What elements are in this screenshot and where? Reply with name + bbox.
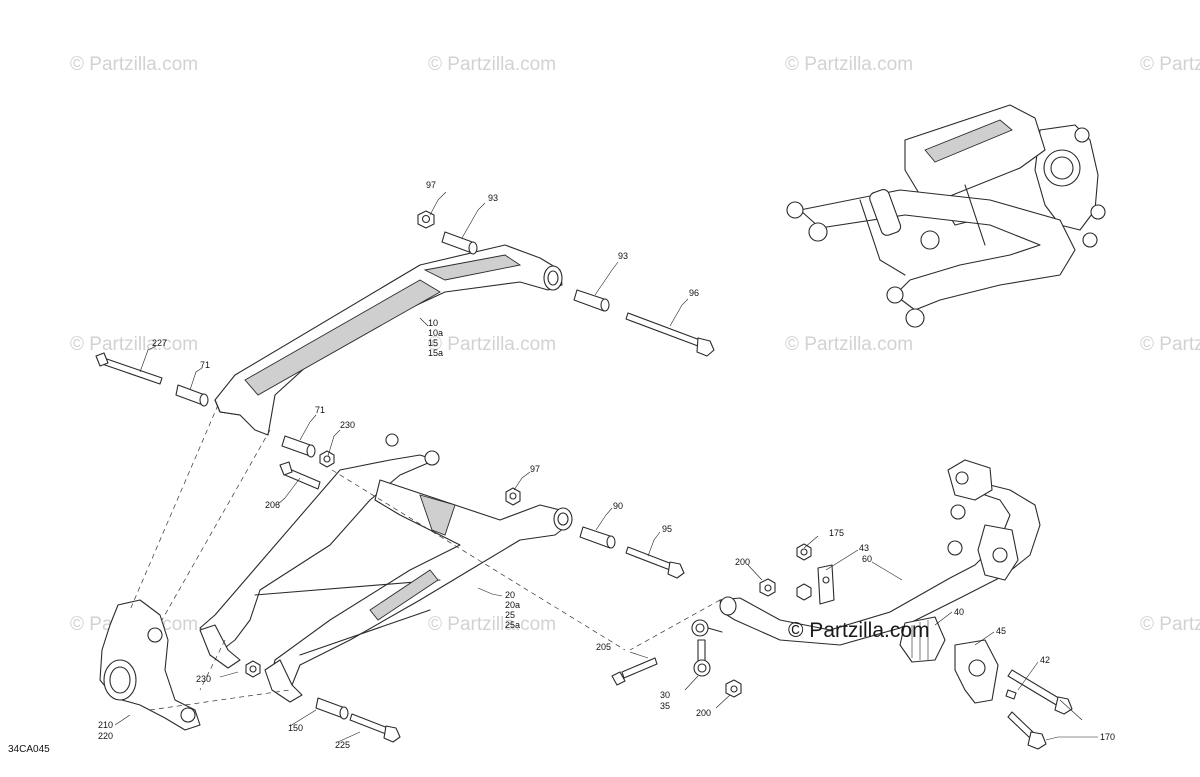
lower-arm-hardware (245, 487, 685, 743)
callout-43: 43 (859, 543, 869, 553)
callout-205: 205 (596, 642, 611, 652)
figure-id: 34CA045 (8, 744, 50, 755)
assembly-guide-lines (129, 404, 721, 711)
callout-45: 45 (996, 626, 1006, 636)
watermark: © Partzilla.com (1140, 334, 1200, 355)
callout-25: 25 (505, 610, 515, 620)
watermark: © Partzilla.com (70, 334, 198, 355)
callout-90: 90 (613, 501, 623, 511)
callout-60: 60 (862, 554, 872, 564)
callout-42: 42 (1040, 655, 1050, 665)
callout-150: 150 (288, 723, 303, 733)
callout-97: 97 (530, 464, 540, 474)
callout-10: 10 (428, 318, 438, 328)
callout-175: 175 (829, 528, 844, 538)
watermark: © Partzilla.com (785, 334, 913, 355)
callout-35: 35 (660, 701, 670, 711)
callout-25a: 25a (505, 620, 520, 630)
callout-93: 93 (488, 193, 498, 203)
callout-20a: 20a (505, 600, 520, 610)
callout-230: 230 (196, 674, 211, 684)
callout-leaders (114, 191, 1098, 743)
callout-230: 230 (340, 420, 355, 430)
callout-95: 95 (662, 524, 672, 534)
callout-10a: 10a (428, 328, 443, 338)
watermark: © Partzilla.com (785, 54, 913, 75)
watermark: © Partzilla.com (1140, 54, 1200, 75)
callout-206: 206 (265, 500, 280, 510)
callout-225: 225 (335, 740, 350, 750)
callout-40: 40 (954, 607, 964, 617)
assembled-suspension-view (786, 104, 1106, 328)
callout-71: 71 (315, 405, 325, 415)
callout-93: 93 (618, 251, 628, 261)
watermark: © Partzilla.com (428, 334, 556, 355)
callout-20: 20 (505, 590, 515, 600)
callout-170: 170 (1100, 732, 1115, 742)
callout-220: 220 (98, 731, 113, 741)
upper-arm-hardware (95, 210, 715, 490)
callout-30: 30 (660, 690, 670, 700)
sway-bar-assembly (611, 459, 1073, 750)
callout-200: 200 (696, 708, 711, 718)
callout-labels: 97 93 93 96 10 10a 15 15a 227 71 71 230 … (98, 180, 1115, 750)
watermark: © Partzilla.com (428, 54, 556, 75)
callout-15: 15 (428, 338, 438, 348)
watermark: © Partzilla.com (1140, 614, 1200, 635)
callout-210: 210 (98, 720, 113, 730)
callout-96: 96 (689, 288, 699, 298)
watermark-featured: © Partzilla.com (788, 619, 930, 642)
callout-200: 200 (735, 557, 750, 567)
steering-knuckle (99, 599, 201, 731)
callout-15a: 15a (428, 348, 443, 358)
callout-97: 97 (426, 180, 436, 190)
watermark: © Partzilla.com (428, 614, 556, 635)
callout-71: 71 (200, 360, 210, 370)
callout-227: 227 (152, 338, 167, 348)
lower-a-arm (199, 433, 573, 703)
watermark: © Partzilla.com (70, 54, 198, 75)
